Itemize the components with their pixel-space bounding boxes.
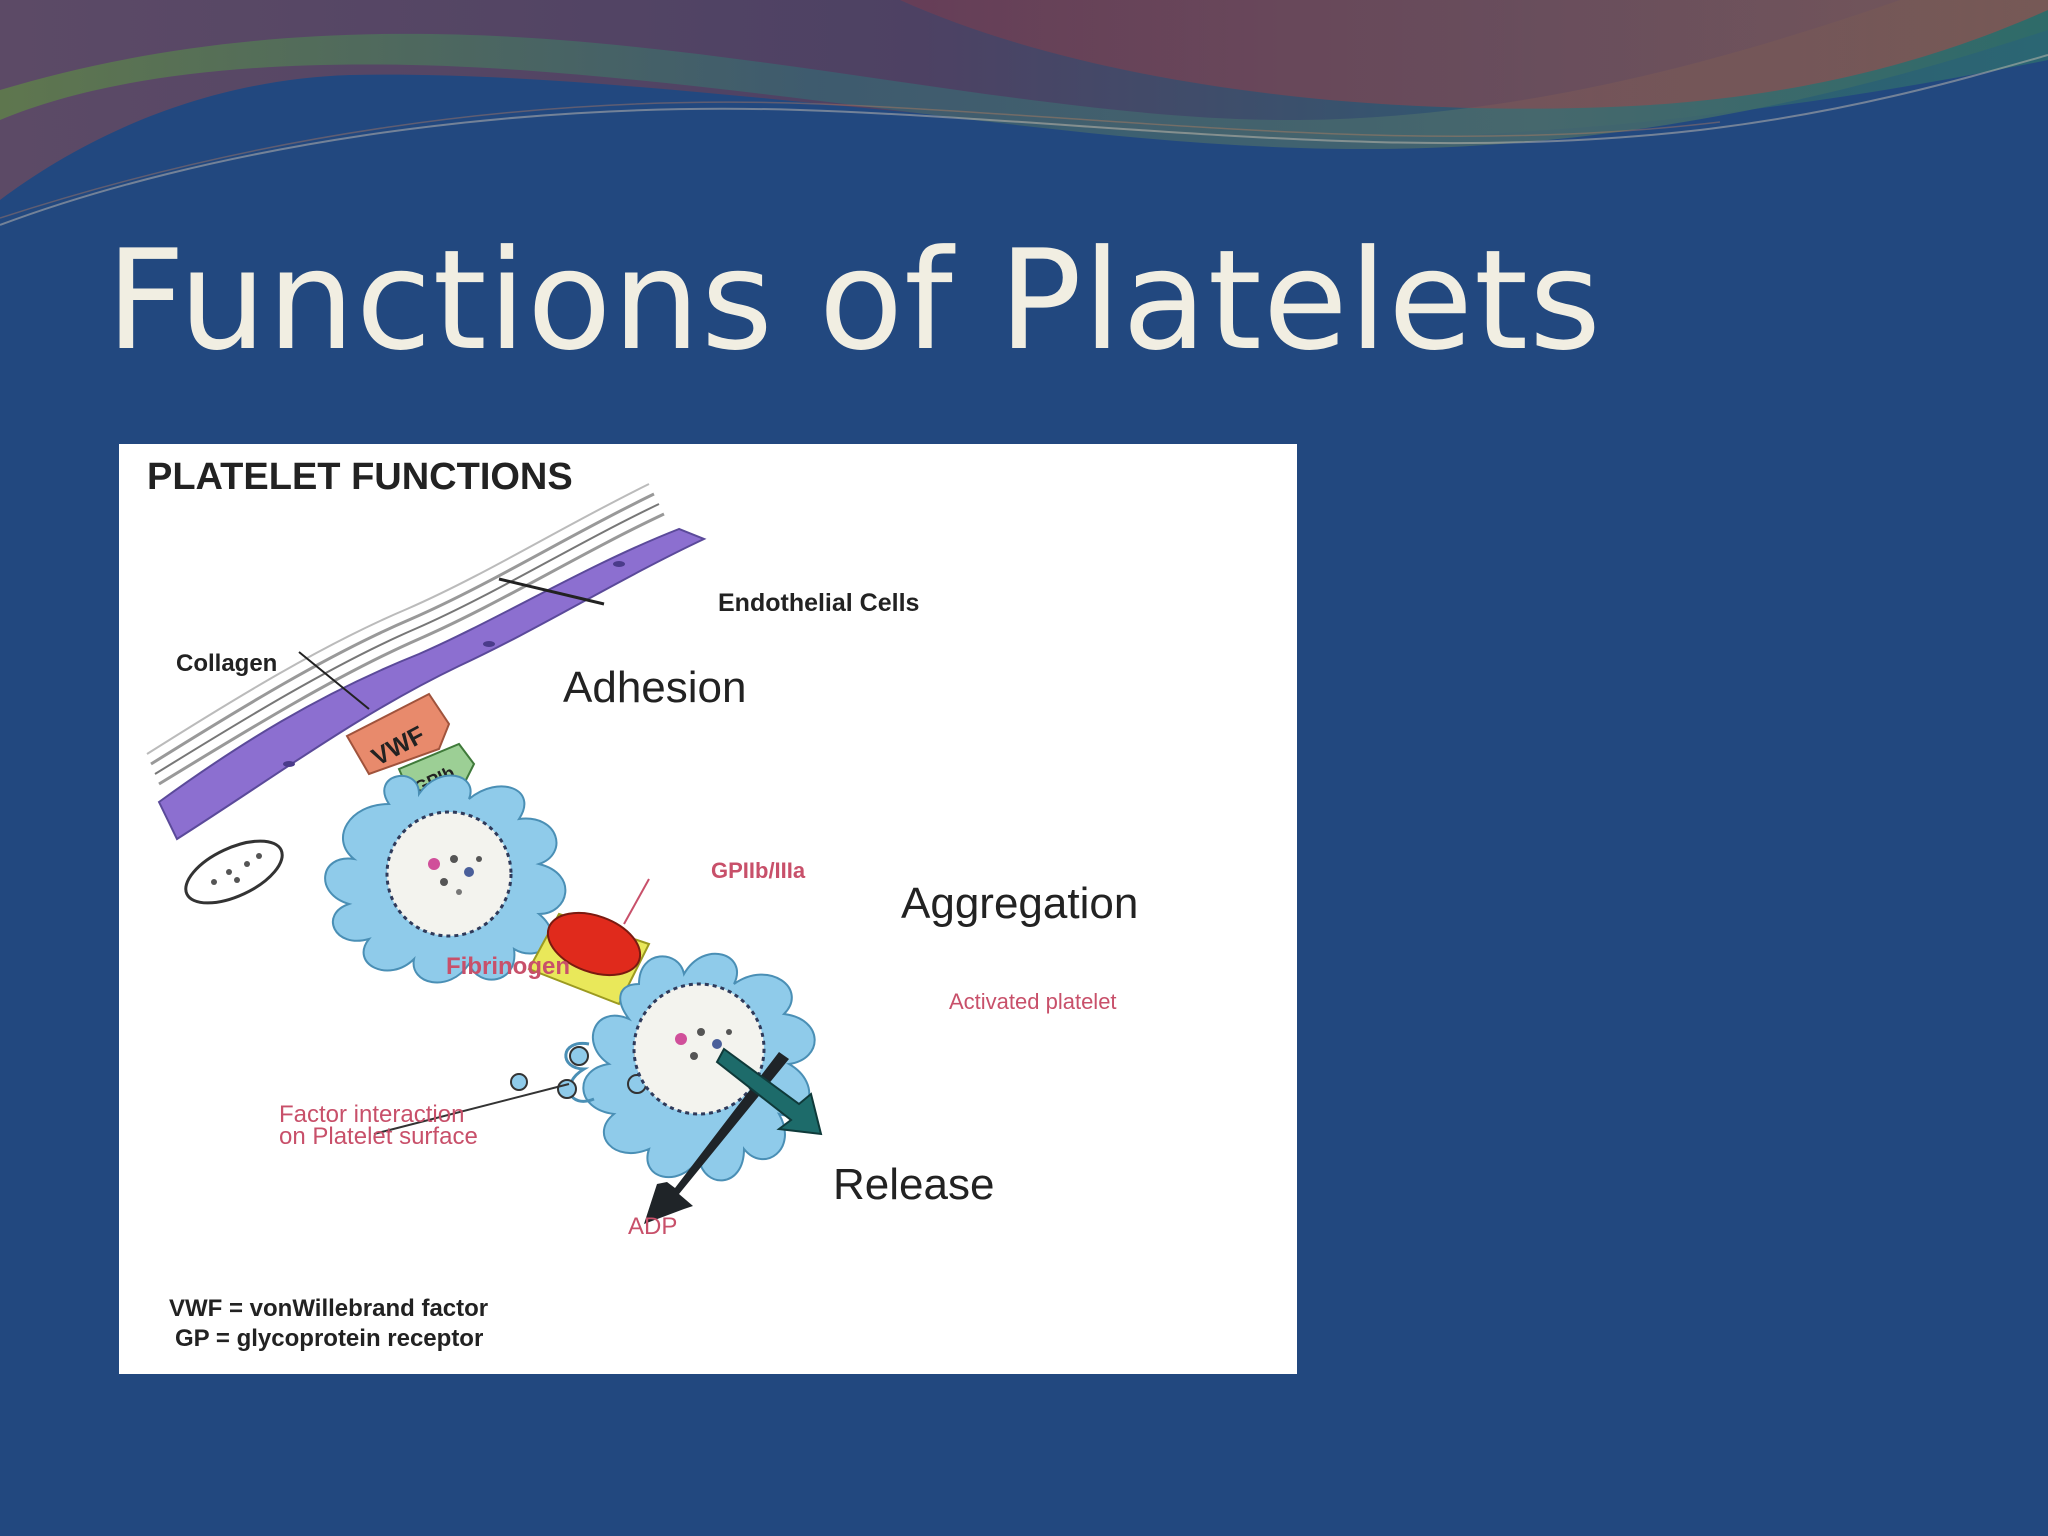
- slide-title: Functions of Platelets: [106, 220, 1602, 381]
- gpiibiiia-receptor: [546, 911, 642, 977]
- legend-vwf: VWF = vonWillebrand factor: [169, 1295, 488, 1322]
- gpiibiiia-pointer: [623, 878, 650, 925]
- resting-platelet: [184, 839, 284, 905]
- platelet-functions-diagram: PLATELET FUNCTIONS VWF: [146, 456, 1138, 1352]
- endothelial-pointer: [498, 577, 605, 606]
- collagen-label: Collagen: [176, 650, 277, 677]
- release-label: Release: [833, 1160, 994, 1209]
- adp-label: ADP: [628, 1213, 677, 1240]
- vessel-wall: [146, 483, 707, 841]
- factor-interaction-label-line2: on Platelet surface: [279, 1123, 478, 1150]
- adhesion-label: Adhesion: [563, 663, 746, 712]
- fibrinogen-label: Fibrinogen: [446, 953, 570, 980]
- vwf-molecule: [345, 692, 451, 776]
- gpiibiiia-label: GPIIb/IIIa: [711, 858, 806, 883]
- granule-release-arrow: [715, 1047, 823, 1136]
- collagen-pointer: [298, 651, 370, 710]
- factor-interaction-label-line1: Factor interaction: [279, 1101, 464, 1128]
- endothelial-cells-label: Endothelial Cells: [718, 589, 919, 617]
- activated-platelet-label: Activated platelet: [949, 989, 1117, 1014]
- aggregation-label: Aggregation: [901, 879, 1138, 928]
- header-waves-decoration: [0, 0, 2048, 260]
- factor-pointer: [373, 1083, 570, 1135]
- legend-gp: GP = glycoprotein receptor: [175, 1325, 483, 1352]
- diagram-heading: PLATELET FUNCTIONS: [147, 456, 573, 498]
- platelet-functions-figure: PLATELET FUNCTIONS VWF: [119, 444, 1297, 1374]
- adhering-platelet: [324, 774, 567, 984]
- activated-platelet: [510, 952, 816, 1182]
- adp-release-arrow: [644, 1052, 789, 1224]
